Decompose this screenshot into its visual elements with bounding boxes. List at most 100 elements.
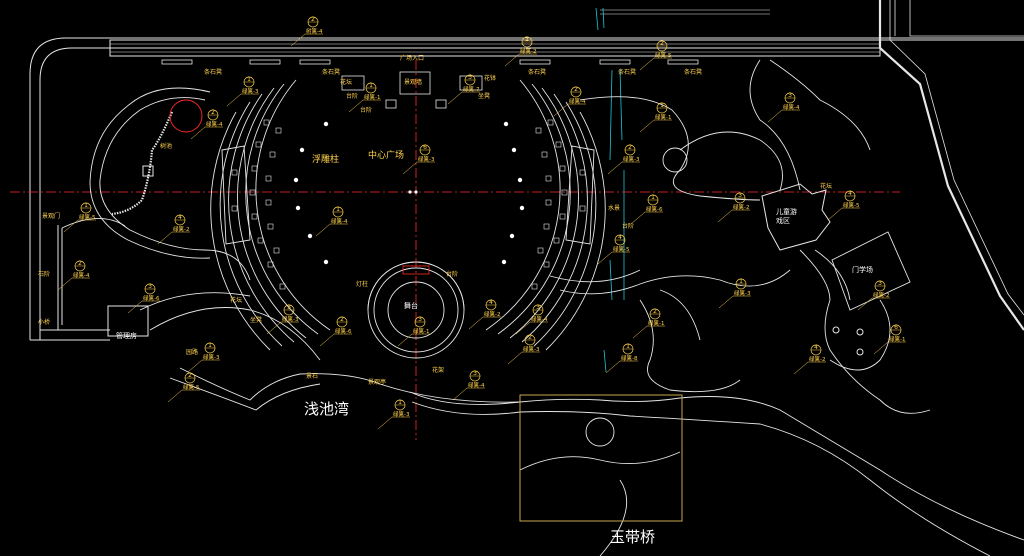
label-landscape-gate: 景观门 bbox=[42, 212, 60, 220]
tag-leader bbox=[597, 251, 613, 265]
tag-text: 绿篱-4 bbox=[531, 315, 548, 323]
tag-number: 3 bbox=[287, 304, 291, 311]
tag-number: 3 bbox=[788, 92, 792, 99]
plant-tag: 1 绿篱-3 bbox=[377, 399, 410, 430]
plant-tag: 2绿篱-4 bbox=[553, 86, 586, 117]
tag-number: 1 bbox=[398, 399, 402, 406]
tag-text: 绿篱-2 bbox=[173, 225, 189, 233]
small-label: 景观亭 bbox=[368, 378, 386, 386]
east-road bbox=[878, 0, 1024, 331]
tag-number: 3 bbox=[473, 370, 477, 377]
small-label: 花坛 bbox=[230, 296, 242, 304]
small-label: 台阶 bbox=[622, 222, 634, 230]
plant-tag: 4绿篱-5 bbox=[597, 234, 630, 265]
tag-leader bbox=[167, 389, 183, 403]
tag-number: 4 bbox=[814, 344, 818, 351]
tag-text: 绿篱-3 bbox=[393, 410, 410, 418]
small-label: 条石凳 bbox=[322, 68, 340, 76]
tag-text: 绿篱-3 bbox=[734, 289, 751, 297]
tag-leader bbox=[315, 223, 331, 237]
tag-leader bbox=[127, 300, 143, 314]
tag-leader bbox=[190, 126, 206, 140]
tag-number: 2 bbox=[628, 144, 632, 151]
plant-tag: 2绿篱-2 bbox=[504, 36, 537, 67]
arc-seats bbox=[231, 119, 586, 290]
south-zone-outline bbox=[519, 394, 683, 522]
plant-tag: 2树篱-4 bbox=[290, 16, 323, 47]
small-label: 条石凳 bbox=[684, 68, 702, 76]
tag-leader bbox=[857, 297, 873, 311]
tag-text: 绿篱-2 bbox=[484, 310, 500, 318]
tag-leader bbox=[793, 361, 809, 375]
tag-number: 1 bbox=[84, 202, 88, 209]
tag-number: 3 bbox=[418, 316, 422, 323]
tag-number: 1 bbox=[369, 82, 373, 89]
tag-text: 绿篱-5 bbox=[79, 213, 96, 221]
tag-text: 绿篱-4 bbox=[331, 217, 348, 225]
plant-tag: 3绿篱-4 bbox=[452, 370, 485, 401]
tag-leader bbox=[507, 351, 523, 365]
central-plaza bbox=[210, 79, 606, 351]
tag-number: 1 bbox=[247, 76, 251, 83]
tag-number: 2 bbox=[340, 316, 344, 323]
tag-leader bbox=[319, 333, 335, 347]
tag-number: 4 bbox=[489, 299, 493, 306]
plant-tag: 1绿篱-1 bbox=[348, 82, 381, 113]
small-label: 小桥 bbox=[38, 318, 50, 326]
plant-tag: 4 绿篱-2 bbox=[468, 299, 501, 330]
label-children-area: 儿童游戏区 bbox=[776, 207, 797, 225]
small-label: 花坛 bbox=[340, 78, 352, 86]
small-label: 水景 bbox=[608, 204, 620, 212]
north-wall-strip bbox=[110, 9, 880, 53]
tag-text: 绿篱-8 bbox=[621, 354, 638, 362]
tag-leader bbox=[717, 209, 733, 223]
tag-text: 绿篱-1 bbox=[413, 327, 429, 335]
tag-text: 绿篱-6 bbox=[646, 205, 663, 213]
tag-text: 绿篱-2 bbox=[809, 355, 825, 363]
tag-number: 2 bbox=[574, 86, 578, 93]
plant-tag: 1绿篱-3 bbox=[187, 342, 220, 373]
tree-circle bbox=[832, 326, 840, 334]
tag-number: 3 bbox=[878, 280, 882, 287]
small-annotations: 条石凳 条石凳 条石凳 条石凳 条石凳 花坛 台阶 景观墙 台阶 坐凳 花钵 水… bbox=[38, 68, 832, 386]
small-label: 台阶 bbox=[346, 92, 358, 100]
plant-tag: 1绿篱-1 bbox=[639, 102, 672, 133]
tag-text: 绿篱-3 bbox=[282, 315, 299, 323]
tag-text: 绿篱-5 bbox=[183, 383, 200, 391]
plant-tag: 2绿篱-4 bbox=[190, 109, 223, 140]
tag-number: 2 bbox=[660, 40, 664, 47]
tag-text: 绿篱-5 bbox=[843, 201, 860, 209]
tag-text: 绿篱-2 bbox=[873, 291, 889, 299]
tree-circle bbox=[856, 348, 864, 356]
south-fountain bbox=[585, 417, 615, 447]
plant-tag: 4 绿篱-2 bbox=[793, 344, 826, 375]
tag-number: 1 bbox=[739, 278, 743, 285]
management-house bbox=[107, 305, 149, 337]
plant-tag: 3绿篱-4 bbox=[515, 304, 548, 335]
small-label: 花钵 bbox=[484, 74, 496, 82]
stage-back bbox=[402, 265, 430, 275]
tag-number: 1 bbox=[660, 102, 664, 109]
tag-text: 绿篱-1 bbox=[648, 319, 664, 327]
label-menxue: 门学场 bbox=[852, 265, 873, 274]
stage-ring bbox=[367, 261, 465, 359]
label-plaza-entry: 广场入口 bbox=[400, 54, 424, 62]
tag-number: 2 bbox=[188, 372, 192, 379]
label-central-plaza: 中心广场 bbox=[368, 149, 404, 161]
tag-leader bbox=[639, 57, 655, 71]
tag-text: 绿篱-3 bbox=[523, 345, 540, 353]
perimeter-roads bbox=[29, 37, 1024, 341]
east-roundabout bbox=[662, 147, 688, 173]
tag-text: 绿篱-2 bbox=[520, 47, 536, 55]
tag-number: 1 bbox=[626, 343, 630, 350]
axis-lines bbox=[10, 60, 900, 440]
label-management-house: 管理房 bbox=[116, 331, 137, 340]
label-qianchiwan: 浅池湾 bbox=[304, 400, 349, 418]
tag-number: 2 bbox=[653, 308, 657, 315]
detail-callout-circle bbox=[169, 99, 203, 133]
tag-leader bbox=[226, 93, 242, 107]
small-label: 园路 bbox=[186, 348, 198, 356]
tag-text: 绿篱-1 bbox=[889, 335, 905, 343]
